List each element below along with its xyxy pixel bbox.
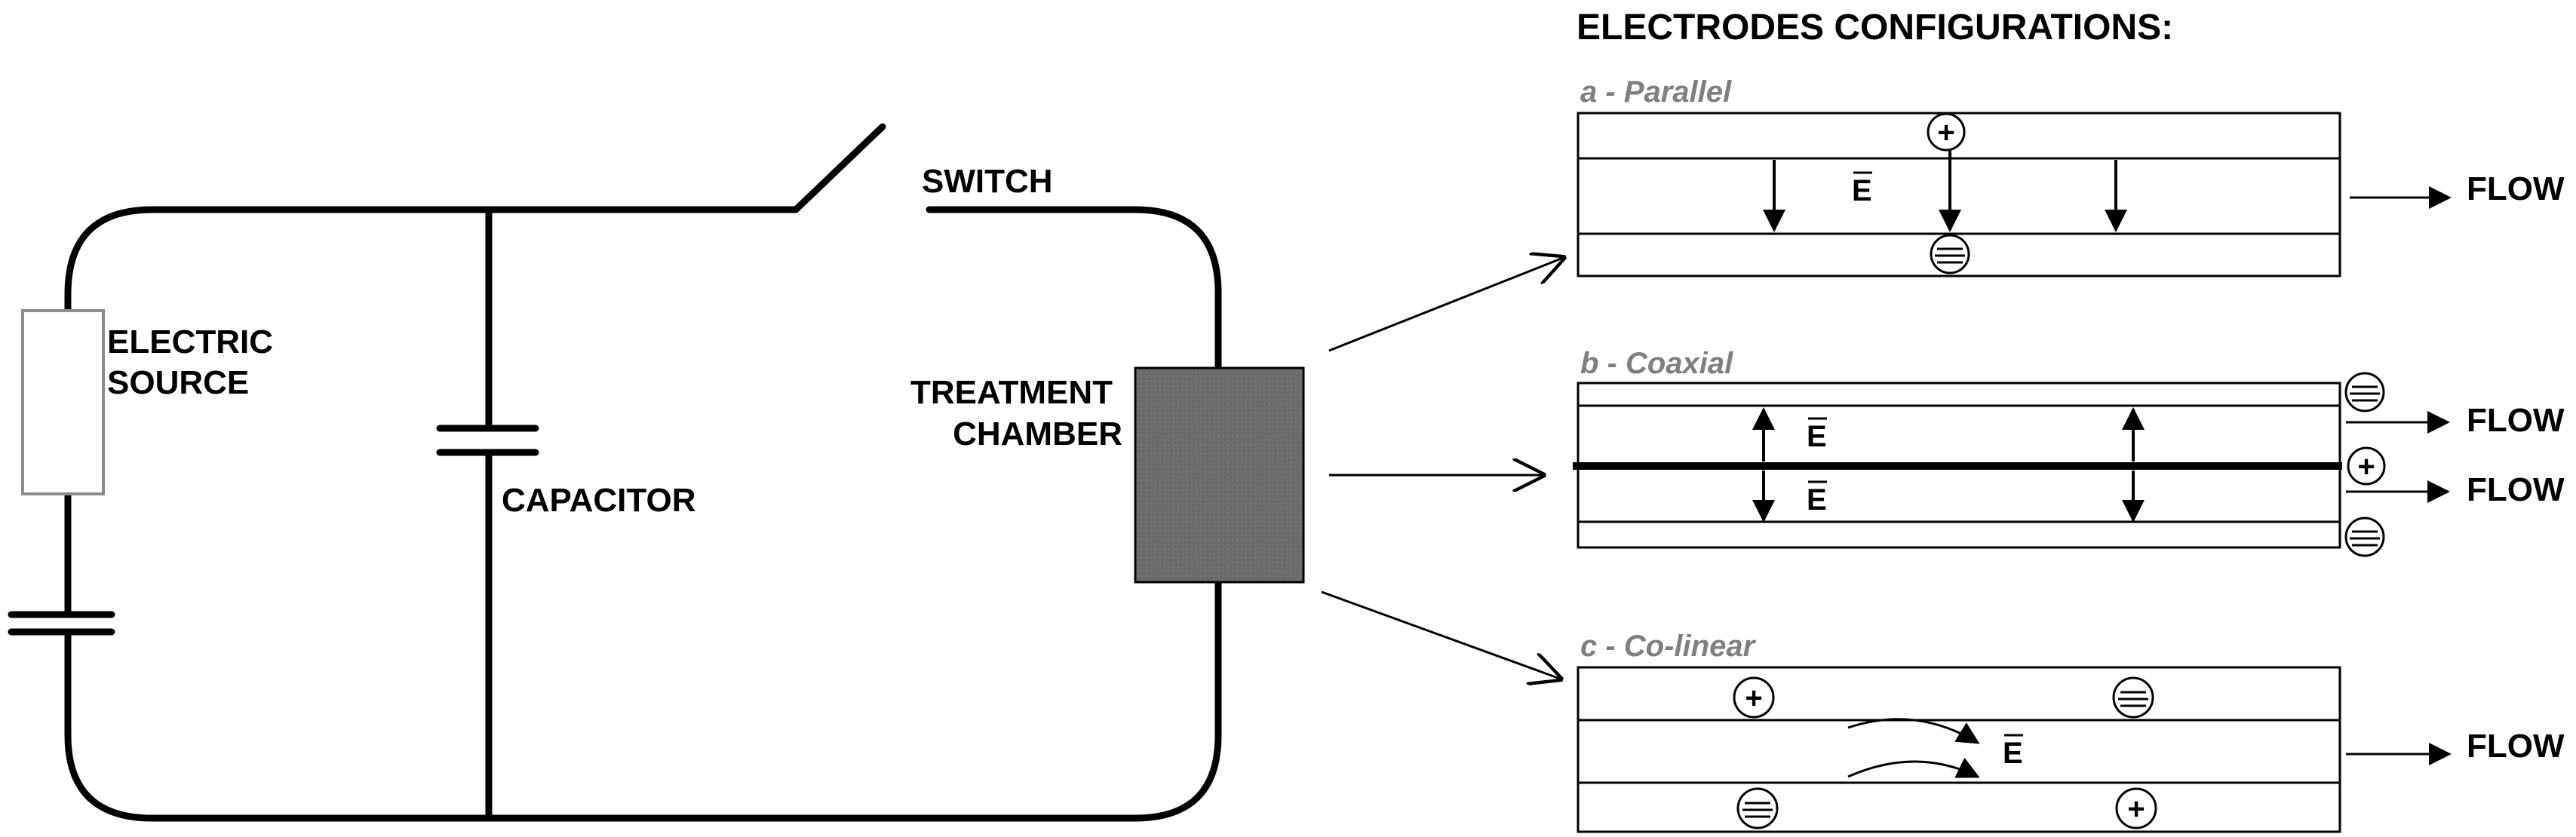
- flow-label: FLOW: [2467, 402, 2565, 439]
- positive-electrode-icon: +: [1733, 676, 1775, 719]
- circuit-wire-left: [64, 123, 886, 314]
- configuration-label-colinear: c - Co-linear: [1580, 630, 1757, 663]
- field-vector-label: E: [1807, 417, 1827, 453]
- field-curve-arrow: [1847, 757, 1980, 778]
- configuration-label-coaxial: b - Coaxial: [1580, 347, 1733, 380]
- circuit-wire-bottom: [64, 578, 1222, 822]
- circuit: ELECTRIC SOURCE CAPACITOR SWITCH TREATME…: [8, 123, 1563, 822]
- positive-electrode-icon: +: [2347, 446, 2386, 486]
- connector-arrow-parallel: [1328, 258, 1563, 352]
- svg-text:+: +: [1937, 116, 1954, 149]
- treatment-chamber-box: [1134, 366, 1305, 584]
- colinear-chamber-outline: [1577, 666, 2341, 833]
- field-vector-label: E: [2003, 734, 2023, 770]
- field-curve-arrow: [1847, 718, 1980, 744]
- field-vector-label: E: [1852, 171, 1872, 207]
- configuration-label-parallel: a - Parallel: [1580, 75, 1732, 109]
- configuration-coaxial: b - Coaxial E E +: [1573, 347, 2565, 557]
- positive-electrode-icon: +: [1927, 112, 1966, 152]
- configuration-parallel: a - Parallel + E FLOW: [1577, 75, 2565, 277]
- electric-source-label-line1: ELECTRIC: [107, 323, 273, 360]
- field-vector-label: E: [1807, 480, 1827, 517]
- positive-electrode-icon: +: [2115, 787, 2157, 829]
- configuration-colinear: c - Co-linear E + + F: [1577, 630, 2565, 833]
- svg-text:+: +: [2127, 793, 2145, 826]
- flow-label: FLOW: [2467, 170, 2565, 207]
- treatment-chamber-label-line2: CHAMBER: [953, 415, 1122, 452]
- connector-arrow-colinear: [1321, 590, 1560, 679]
- ground-electrode-icon: [2112, 676, 2154, 719]
- configurations-heading: ELECTRODES CONFIGURATIONS:: [1577, 8, 2173, 48]
- electric-source-box: [21, 309, 105, 495]
- svg-text:+: +: [1745, 682, 1762, 715]
- electric-source-label-line2: SOURCE: [107, 364, 249, 401]
- svg-text:E: E: [1807, 483, 1827, 517]
- circuit-wire-right-top: [926, 206, 1222, 372]
- ground-electrode-icon: [2344, 517, 2385, 557]
- svg-text:+: +: [2357, 450, 2375, 483]
- capacitor-label: CAPACITOR: [502, 482, 696, 519]
- ground-electrode-icon: [2344, 372, 2385, 412]
- flow-label: FLOW: [2467, 471, 2565, 508]
- svg-text:E: E: [2003, 737, 2023, 770]
- svg-text:E: E: [1852, 174, 1872, 207]
- flow-label: FLOW: [2467, 728, 2565, 765]
- switch-label: SWITCH: [922, 163, 1053, 200]
- treatment-chamber-label-line1: TREATMENT: [910, 374, 1113, 411]
- ground-electrode-icon: [1736, 787, 1779, 829]
- ground-electrode-icon: [1930, 234, 1970, 274]
- svg-text:E: E: [1807, 420, 1827, 453]
